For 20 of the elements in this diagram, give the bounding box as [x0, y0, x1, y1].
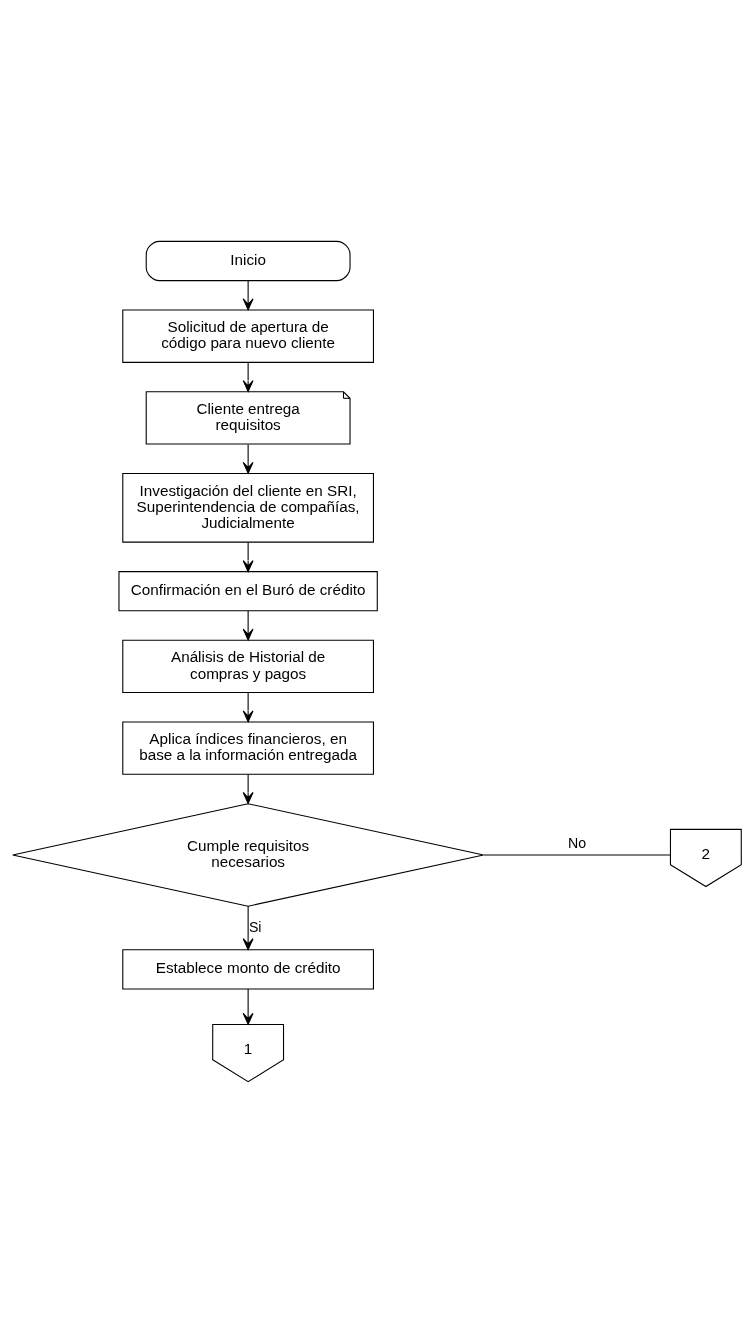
node-box: Solicitud de apertura de código para nuevo cliente	[122, 308, 374, 363]
arrow	[242, 279, 254, 310]
arrow	[242, 773, 254, 804]
edge-label: No	[567, 834, 587, 851]
node-diamond: Cumple requisitos necesarios	[12, 802, 485, 907]
node-box: Establece monto de crédito	[122, 948, 374, 990]
arrow	[242, 691, 254, 722]
arrow	[242, 988, 254, 1025]
node-box: Aplica índices financieros, en base a la información entregada	[122, 720, 374, 775]
arrow	[242, 541, 254, 572]
node-box: Investigación del cliente en SRI, Superintendencia de compañías, Judicialmente	[122, 472, 374, 543]
arrow	[242, 361, 254, 392]
node-box: Confirmación en el Buró de crédito	[118, 570, 378, 611]
arrow	[242, 443, 254, 474]
node-box: Análisis de Historial de compras y pagos	[122, 639, 374, 693]
arrow	[242, 905, 254, 950]
node-box: Inicio	[145, 240, 351, 281]
arrow	[242, 610, 254, 640]
edge-label: Si	[248, 918, 262, 935]
connector	[483, 853, 671, 855]
